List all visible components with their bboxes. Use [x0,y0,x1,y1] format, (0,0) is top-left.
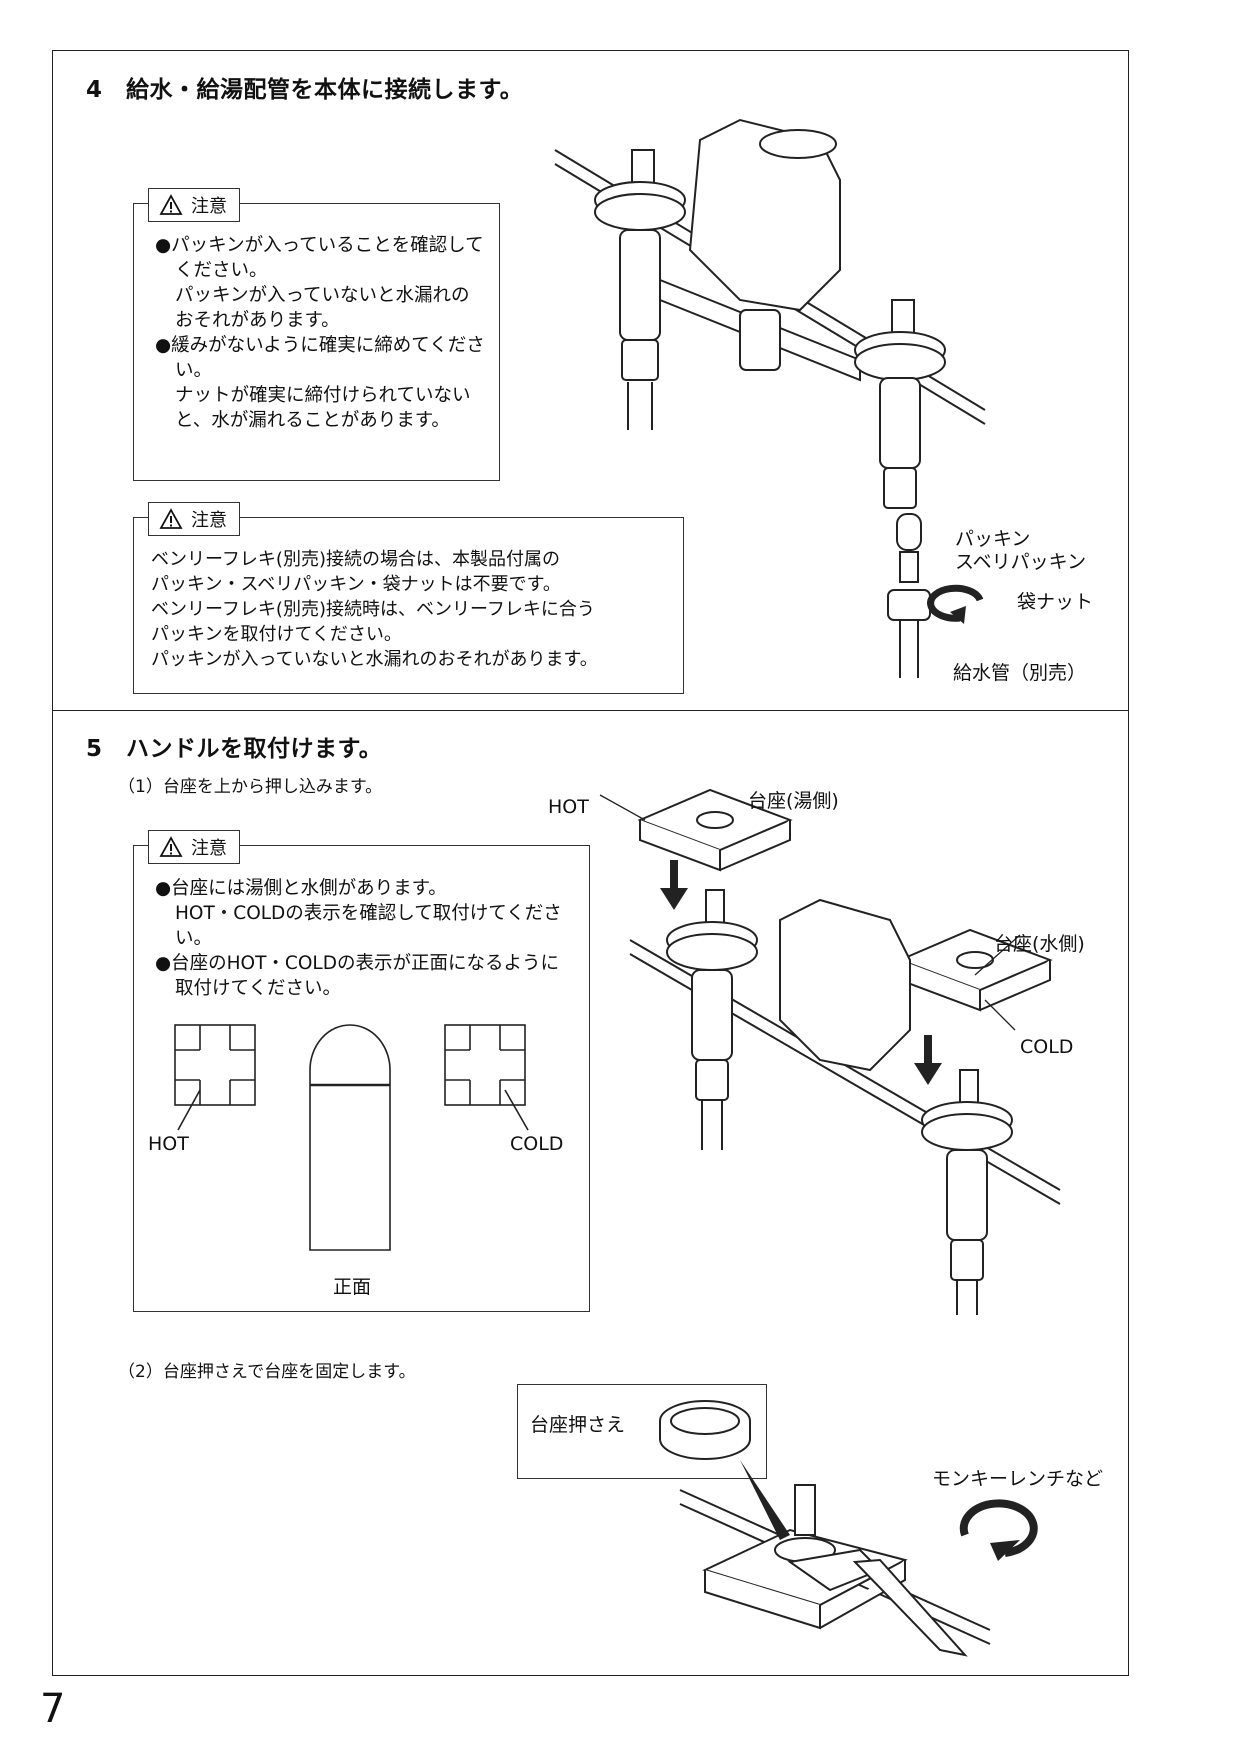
caution-line: ナットが確実に締付けられていないと、水が漏れることがあります。 [175,385,471,431]
caution-line: ●パッキンが入っていることを確認してください。 [155,235,484,281]
step4-caution-tag-2: 注意 [148,502,240,536]
base-holder-illustration [659,1400,751,1460]
page-frame [52,50,1129,1676]
caution-line: ●緩みがないように確実に締めてください。 [155,335,485,381]
rotate-clockwise-icon [959,1499,1038,1561]
valve-assembly-illustration [554,118,986,509]
base-install-illustration [599,788,1061,1315]
front-hot-label: HOT [148,1133,189,1155]
rotate-arrow-icon [927,584,984,624]
caution-line: ●台座のHOT・COLDの表示が正面になるように取付けてください。 [155,953,559,999]
step5-caution-text: ●台座には湯側と水側があります。 HOT・COLDの表示を確認して取付けてください… [155,876,575,1001]
warning-icon [159,194,183,215]
step5-caution-tag: 注意 [148,830,240,864]
caution-line: ベンリーフレキ(別売)接続時は、ベンリーフレキに合う [151,599,595,620]
label-base-cold: 台座(水側) [994,933,1085,955]
step5-sub2: （2）台座押さえで台座を固定します。 [118,1362,416,1382]
caution-line: パッキンが入っていないと水漏れのおそれがあります。 [151,649,598,670]
caution-line: パッキンが入っていないと水漏れのおそれがあります。 [175,285,470,331]
step4-caution-box-2 [133,517,684,694]
step5-title: 5 ハンドルを取付けます。 [86,736,383,762]
step4-caution-text-1: ●パッキンが入っていることを確認してください。パッキンが入っていないと水漏れのお… [155,233,485,433]
warning-icon [159,508,183,529]
caution-line: パッキン・スベリパッキン・袋ナットは不要です。 [151,574,561,595]
label-slip-packing: スベリパッキン [955,551,1087,573]
step4-caution-box-1 [133,203,500,481]
wrench-illustration [679,1460,991,1657]
caution-line: ベンリーフレキ(別売)接続の場合は、本製品付属の [151,549,560,570]
front-cold-label: COLD [510,1133,564,1155]
label-packing: パッキン [955,528,1031,550]
caution-label: 注意 [191,510,227,531]
caution-line: ●台座には湯側と水側があります。 [155,878,447,899]
step4-title: 4 給水・給湯配管を本体に接続します。 [86,77,524,103]
pipe-parts-illustration [887,513,931,678]
step4-caution-text-2: ベンリーフレキ(別売)接続の場合は、本製品付属のパッキン・スベリパッキン・袋ナッ… [151,547,681,672]
label-base-hot: 台座(湯側) [748,790,839,812]
caution-label: 注意 [191,196,227,217]
front-view-diagram [174,1024,529,1251]
page-number: 7 [40,1686,66,1732]
step5-sub1: （1）台座を上から押し込みます。 [118,777,383,797]
label-cold: COLD [1020,1036,1074,1058]
section-divider [52,710,1129,711]
label-wrench: モンキーレンチなど [932,1468,1104,1490]
label-supply-pipe: 給水管（別売） [953,662,1087,684]
warning-icon [159,836,183,857]
caution-line: HOT・COLDの表示を確認して取付けてください。 [175,903,562,949]
label-base-holder: 台座押さえ [530,1414,626,1436]
label-hot: HOT [548,796,589,818]
caution-label: 注意 [191,838,227,859]
step4-caution-tag-1: 注意 [148,188,240,222]
label-bag-nut: 袋ナット [1017,591,1094,613]
front-label: 正面 [333,1276,372,1298]
caution-line: パッキンを取付けてください。 [151,624,402,645]
